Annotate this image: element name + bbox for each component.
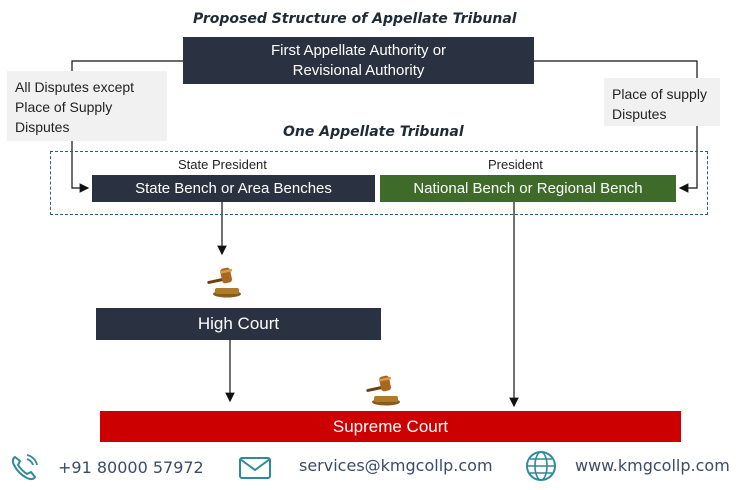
left-label-line3: Disputes (15, 119, 70, 135)
president-label: President (488, 157, 543, 172)
high-court-text: High Court (197, 314, 280, 333)
left-dispute-label: All Disputes except Place of Supply Disp… (7, 71, 167, 141)
footer-website[interactable]: www.kmgcollp.com (575, 456, 730, 475)
state-president-label: State President (178, 157, 267, 172)
state-bench-box: State Bench or Area Benches (92, 175, 375, 202)
gavel-icon (366, 375, 400, 406)
state-bench-text: State Bench or Area Benches (135, 180, 332, 197)
footer-email[interactable]: services@kmgcollp.com (299, 456, 493, 475)
tribunal-container (50, 151, 708, 215)
supreme-court-box: Supreme Court (100, 411, 681, 442)
left-label-line2: Place of Supply (15, 99, 113, 115)
tribunal-title: One Appellate Tribunal (283, 124, 464, 140)
supreme-court-text: Supreme Court (332, 416, 449, 436)
right-dispute-label: Place of supply Disputes (604, 78, 720, 126)
national-bench-text: National Bench or Regional Bench (413, 180, 643, 197)
mail-icon (239, 457, 271, 479)
national-bench-box: National Bench or Regional Bench (380, 175, 676, 202)
first-appellate-authority-box: First Appellate Authority or Revisional … (183, 37, 534, 84)
footer-phone[interactable]: +91 80000 57972 (58, 458, 204, 477)
gavel-icon (207, 267, 241, 298)
high-court-box: High Court (96, 308, 381, 340)
globe-icon (526, 451, 556, 481)
right-label-line2: Disputes (612, 106, 667, 122)
phone-icon (11, 454, 38, 481)
right-label-line1: Place of supply (612, 86, 707, 102)
first-authority-line2: Revisional Authority (292, 61, 425, 79)
first-authority-line1: First Appellate Authority or (270, 41, 447, 59)
diagram-title: Proposed Structure of Appellate Tribunal (193, 11, 517, 27)
left-label-line1: All Disputes except (15, 79, 135, 95)
